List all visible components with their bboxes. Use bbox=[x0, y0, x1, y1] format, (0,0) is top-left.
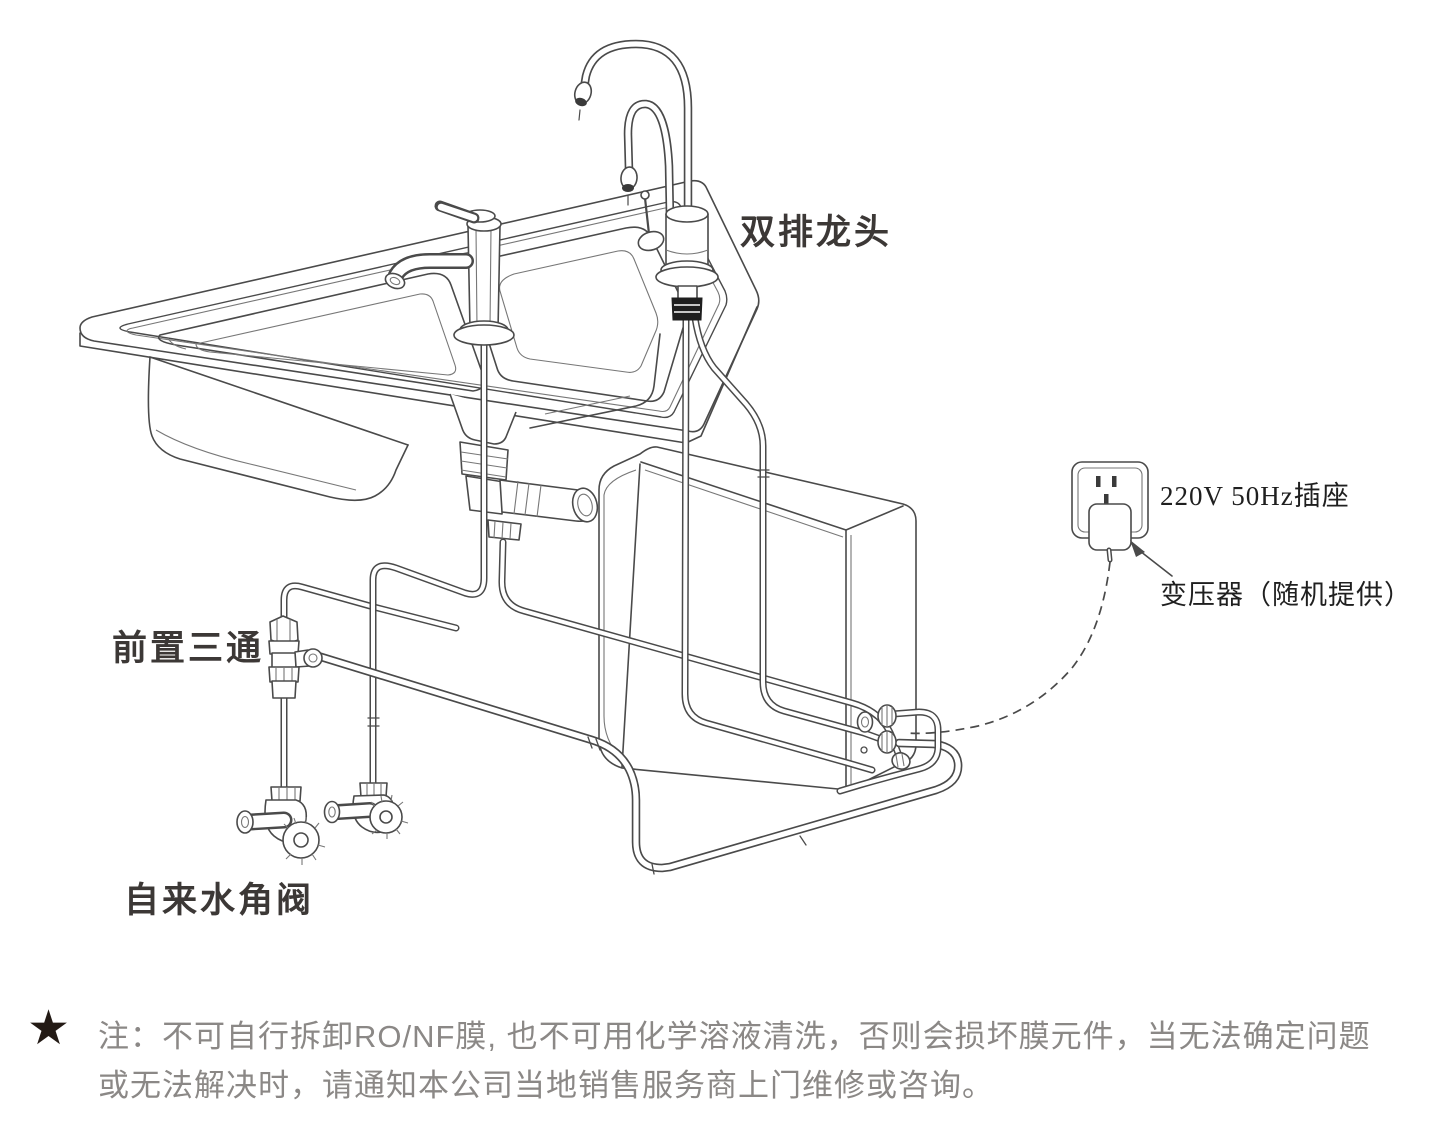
note-star-icon: ★ bbox=[27, 1002, 71, 1055]
label-double-faucet: 双排龙头 bbox=[740, 213, 893, 252]
label-angle-valve: 自来水角阀 bbox=[124, 881, 315, 920]
socket-slot bbox=[1112, 476, 1117, 487]
note-text: 注：不可自行拆卸RO/NF膜, 也不可用化学溶液清洗，否则会损坏膜元件，当无法确… bbox=[98, 1012, 1398, 1110]
tubing bbox=[284, 314, 958, 875]
tee-fitting bbox=[268, 615, 323, 699]
angle-valves bbox=[236, 782, 409, 865]
socket-slot bbox=[1096, 476, 1101, 487]
transformer-adapter bbox=[1088, 503, 1132, 551]
label-tee: 前置三通 bbox=[112, 629, 265, 668]
label-socket: 220V 50Hz插座 bbox=[1160, 481, 1350, 511]
sink bbox=[79, 179, 760, 502]
drain-trap bbox=[449, 393, 599, 541]
kitchen-faucet bbox=[384, 200, 515, 346]
arrowhead bbox=[1130, 540, 1145, 557]
pointer-arrow bbox=[1139, 550, 1173, 577]
label-transformer: 变压器（随机提供） bbox=[1160, 580, 1412, 610]
purifier-ports bbox=[856, 704, 911, 770]
double-outlet-faucet bbox=[573, 44, 719, 321]
power-cable-dashed bbox=[905, 561, 1111, 735]
socket-slot bbox=[1104, 494, 1109, 505]
power-outlet bbox=[905, 461, 1173, 735]
note-line2: 或无法解决时，请通知本公司当地销售服务商上门维修或咨询。 bbox=[98, 1068, 994, 1103]
note-line1: 注：不可自行拆卸RO/NF膜, 也不可用化学溶液清洗，否则会损坏膜元件，当无法确… bbox=[98, 1019, 1371, 1054]
